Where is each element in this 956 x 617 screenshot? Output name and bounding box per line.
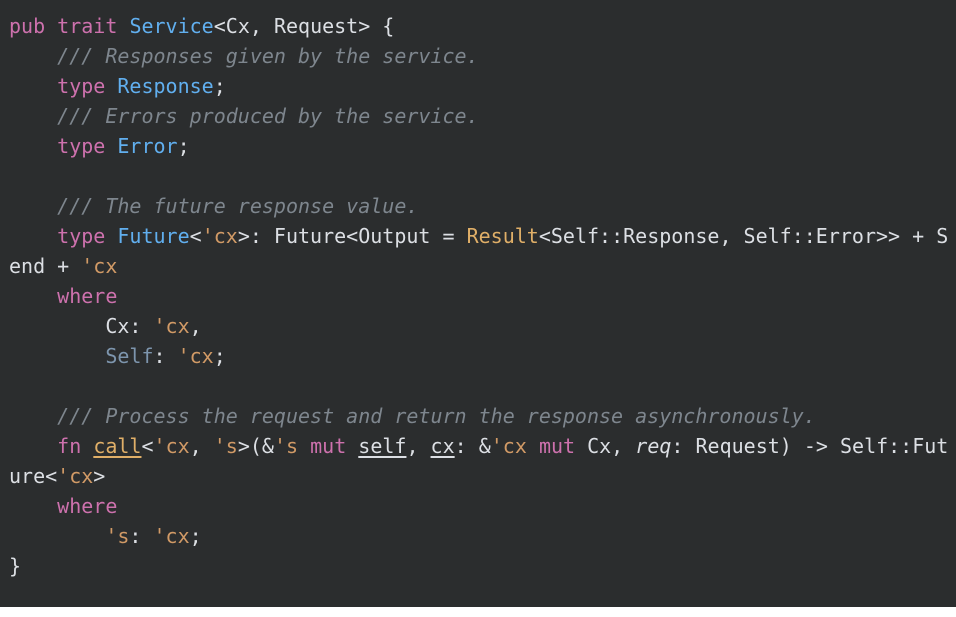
code-token bbox=[9, 344, 105, 368]
code-lifetime: 'cx bbox=[153, 524, 190, 548]
code-keyword: where bbox=[57, 494, 118, 518]
code-line: Cx: 'cx, bbox=[9, 311, 948, 341]
code-token bbox=[9, 74, 57, 98]
code-keyword: fn bbox=[57, 434, 82, 458]
code-token: <Self::Response, Self::Error>> + S bbox=[538, 224, 949, 248]
code-token bbox=[9, 404, 57, 428]
code-param: req bbox=[635, 434, 672, 458]
code-token: ; bbox=[177, 134, 190, 158]
code-token: < bbox=[141, 434, 154, 458]
code-token bbox=[9, 434, 57, 458]
code-token bbox=[9, 44, 57, 68]
code-line: pub trait Service<Cx, Request> { bbox=[9, 11, 948, 41]
code-lifetime: 's bbox=[273, 434, 299, 458]
code-type: Response bbox=[117, 74, 214, 98]
code-token bbox=[9, 134, 57, 158]
code-token: : bbox=[153, 344, 178, 368]
code-token: ure< bbox=[9, 464, 58, 488]
code-lifetime: 'cx bbox=[81, 254, 118, 278]
code-token: ; bbox=[189, 524, 202, 548]
code-line: fn call<'cx, 's>(&'s mut self, cx: &'cx … bbox=[9, 431, 948, 461]
code-comment: /// Process the request and return the r… bbox=[57, 404, 816, 428]
code-token bbox=[45, 14, 57, 38]
code-line: type Error; bbox=[9, 131, 948, 161]
code-token: Cx: bbox=[9, 314, 154, 338]
code-line: ure<'cx> bbox=[9, 461, 948, 491]
code-token: < bbox=[189, 224, 202, 248]
code-token: Cx, bbox=[575, 434, 636, 458]
code-token: >(& bbox=[237, 434, 274, 458]
code-type: Future bbox=[117, 224, 190, 248]
code-keyword: type bbox=[57, 134, 106, 158]
code-token: , bbox=[406, 434, 431, 458]
code-token bbox=[346, 434, 358, 458]
code-token bbox=[117, 14, 129, 38]
code-token: : & bbox=[454, 434, 491, 458]
code-token: , bbox=[189, 314, 202, 338]
code-token bbox=[105, 74, 117, 98]
code-line: type Response; bbox=[9, 71, 948, 101]
code-type: Error bbox=[117, 134, 178, 158]
code-line bbox=[9, 161, 948, 191]
code-token bbox=[9, 104, 57, 128]
code-line: 's: 'cx; bbox=[9, 521, 948, 551]
code-lifetime: 'cx bbox=[490, 434, 527, 458]
code-keyword: pub bbox=[9, 14, 46, 38]
code-line: } bbox=[9, 551, 948, 581]
code-builtin-type: Result bbox=[466, 224, 539, 248]
code-line: /// Errors produced by the service. bbox=[9, 101, 948, 131]
code-token bbox=[105, 134, 117, 158]
code-comment: /// Responses given by the service. bbox=[57, 44, 479, 68]
code-lifetime: 's bbox=[105, 524, 130, 548]
code-line: /// Responses given by the service. bbox=[9, 41, 948, 71]
code-self-type: Self bbox=[105, 344, 154, 368]
code-comment: /// Errors produced by the service. bbox=[57, 104, 479, 128]
code-keyword: type bbox=[57, 224, 106, 248]
code-token: end + bbox=[9, 254, 82, 278]
code-token bbox=[81, 434, 93, 458]
code-lifetime: 'cx bbox=[153, 314, 190, 338]
code-token: > bbox=[93, 464, 106, 488]
code-line: where bbox=[9, 281, 948, 311]
code-line: Self: 'cx; bbox=[9, 341, 948, 371]
code-line: /// Process the request and return the r… bbox=[9, 401, 948, 431]
code-token: } bbox=[9, 554, 22, 578]
code-lifetime: 'cx bbox=[201, 224, 238, 248]
code-token: : Request) -> Self::Fut bbox=[671, 434, 949, 458]
code-comment: /// The future response value. bbox=[57, 194, 419, 218]
code-lifetime: 's bbox=[213, 434, 238, 458]
code-token bbox=[9, 524, 105, 548]
code-link[interactable]: self bbox=[358, 434, 407, 458]
code-token: >: Future<Output = bbox=[237, 224, 467, 248]
code-token: : bbox=[129, 524, 154, 548]
code-keyword: mut bbox=[310, 434, 347, 458]
code-token bbox=[527, 434, 539, 458]
code-lifetime: 'cx bbox=[153, 434, 190, 458]
code-link[interactable]: cx bbox=[430, 434, 455, 458]
code-keyword: mut bbox=[538, 434, 576, 458]
code-token bbox=[9, 194, 57, 218]
code-token: <Cx, Request> { bbox=[213, 14, 395, 38]
code-fn-link[interactable]: call bbox=[93, 434, 142, 458]
code-token: ; bbox=[213, 344, 226, 368]
code-type: Service bbox=[129, 14, 214, 38]
code-token: ; bbox=[213, 74, 226, 98]
code-token bbox=[9, 494, 57, 518]
code-lifetime: 'cx bbox=[177, 344, 214, 368]
code-line: where bbox=[9, 491, 948, 521]
code-keyword: where bbox=[57, 284, 118, 308]
code-keyword: trait bbox=[57, 14, 118, 38]
code-line: /// The future response value. bbox=[9, 191, 948, 221]
code-line: end + 'cx bbox=[9, 251, 948, 281]
code-token: , bbox=[189, 434, 214, 458]
code-token bbox=[298, 434, 310, 458]
code-line: type Future<'cx>: Future<Output = Result… bbox=[9, 221, 948, 251]
code-lifetime: 'cx bbox=[57, 464, 94, 488]
code-keyword: type bbox=[57, 74, 106, 98]
code-token bbox=[9, 224, 57, 248]
code-content: pub trait Service<Cx, Request> { /// Res… bbox=[9, 11, 948, 581]
code-line bbox=[9, 371, 948, 401]
code-token bbox=[105, 224, 117, 248]
code-token bbox=[9, 284, 57, 308]
